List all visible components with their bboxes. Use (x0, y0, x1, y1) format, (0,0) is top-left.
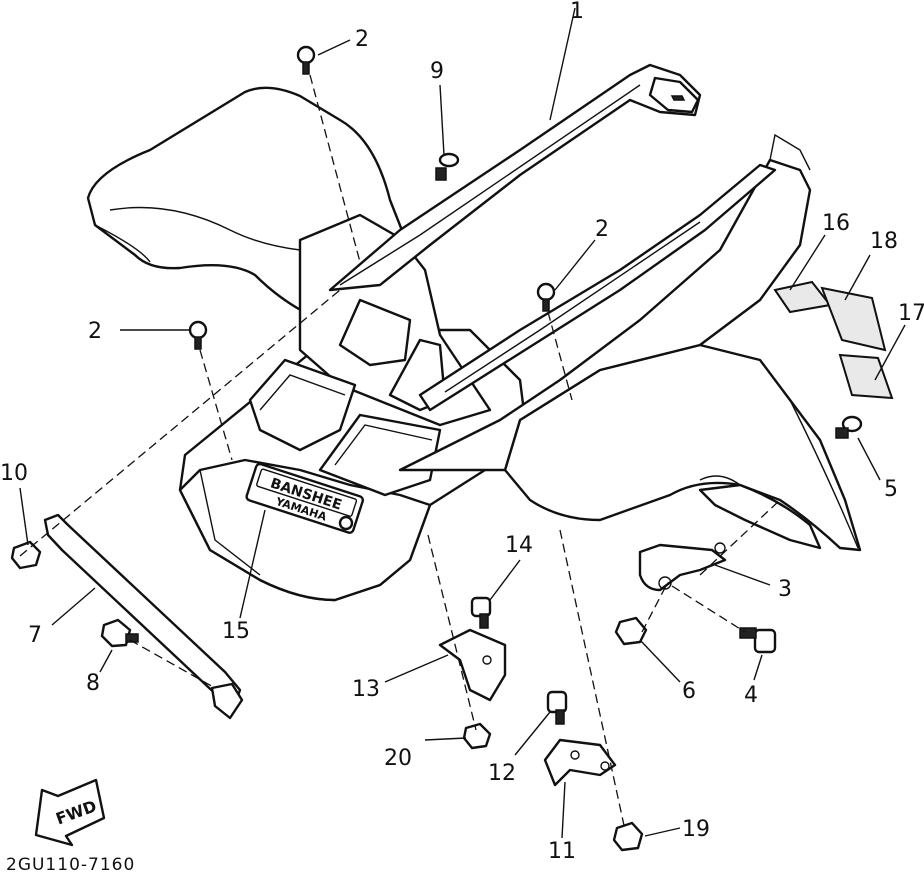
nut-20 (462, 722, 492, 750)
callout-18: 18 (870, 229, 898, 254)
callout-1: 1 (570, 0, 584, 24)
callout-10: 10 (0, 461, 28, 486)
callout-17: 17 (898, 301, 924, 326)
callout-3: 3 (778, 577, 792, 602)
bracket-3 (638, 542, 727, 592)
callout-5: 5 (884, 477, 898, 502)
bolt-12 (546, 690, 568, 725)
screw-2-top (296, 45, 316, 75)
rear-fender (86, 86, 862, 602)
bracket-13 (438, 628, 507, 702)
grab-rail (328, 63, 702, 292)
emblem-rivet (338, 515, 354, 531)
bolt-9 (435, 152, 460, 181)
callout-9: 9 (430, 59, 444, 84)
callout-11: 11 (548, 839, 576, 864)
nut-10 (10, 540, 42, 570)
callout-16: 16 (822, 211, 850, 236)
nut-19 (612, 821, 644, 852)
right-rail-strip (418, 163, 777, 412)
callout-2-right: 2 (595, 217, 609, 242)
screw-2-left (188, 320, 208, 350)
callout-2-top: 2 (355, 27, 369, 52)
bolt-4 (739, 627, 777, 654)
callout-2-left: 2 (88, 319, 102, 344)
bolt-8 (100, 618, 139, 648)
bolt-14 (470, 596, 492, 629)
callout-7: 7 (28, 623, 42, 648)
callout-13: 13 (352, 677, 380, 702)
callout-20: 20 (384, 746, 412, 771)
fwd-arrow: FWD (34, 778, 106, 847)
callout-6: 6 (682, 679, 696, 704)
callout-14: 14 (505, 533, 533, 558)
nut-6 (614, 616, 648, 646)
callout-4: 4 (744, 683, 758, 708)
callout-12: 12 (488, 761, 516, 786)
callout-leaders (19, 7, 906, 839)
callout-19: 19 (682, 817, 710, 842)
decals (773, 280, 894, 400)
assembly-lines (19, 74, 781, 831)
callout-8: 8 (86, 671, 100, 696)
callout-15: 15 (222, 619, 250, 644)
part-code: 2GU110-7160 (6, 855, 135, 875)
bolt-5 (835, 415, 863, 439)
bracket-11 (543, 738, 617, 787)
screw-2-right (536, 282, 556, 312)
